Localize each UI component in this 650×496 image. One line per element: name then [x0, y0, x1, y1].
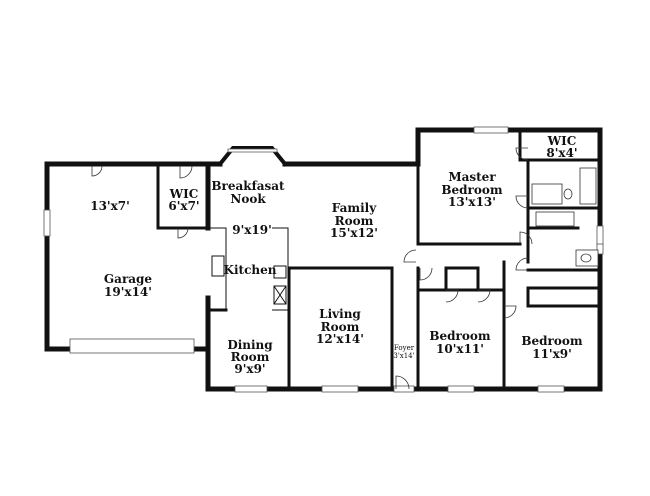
- bedroom-1-label: Bedroom: [429, 329, 490, 343]
- windows: [43, 126, 604, 393]
- bedroom-1-dim: 10'x11': [436, 342, 484, 356]
- wic-master-label: WIC: [547, 134, 577, 148]
- interior-walls: [156, 128, 602, 392]
- foyer-label: Foyer: [394, 344, 415, 352]
- kitchen-label: Kitchen: [224, 263, 277, 277]
- wic-left-label: WIC: [169, 187, 199, 201]
- bedroom-2-label: Bedroom: [521, 334, 582, 348]
- master-bedroom-label-2: Bedroom: [441, 183, 502, 197]
- wic-left-dim: 6'x7': [168, 199, 199, 213]
- dining-room-label-2: Room: [231, 350, 270, 364]
- living-room-dim: 12'x14': [316, 332, 364, 346]
- breakfast-nook-label: Breakfasat: [211, 179, 285, 193]
- doors: [91, 147, 533, 390]
- bath-fixtures: [531, 167, 599, 267]
- master-bedroom-dim: 13'x13': [448, 195, 496, 209]
- dining-room-dim: 9'x9': [234, 362, 265, 376]
- breakfast-nook-label-2: Nook: [230, 192, 266, 206]
- dining-room-label: Dining: [227, 338, 273, 352]
- foyer-dim: 3'x14': [393, 352, 414, 360]
- breakfast-dim: 9'x19': [232, 223, 272, 237]
- living-room-label: Living: [319, 307, 361, 321]
- wic-master-dim: 8'x4': [546, 146, 577, 160]
- room-labels: 13'x7' WIC 6'x7' Breakfasat Nook 9'x19' …: [90, 134, 583, 376]
- bay-window: [217, 146, 288, 167]
- family-room-dim: 15'x12': [330, 226, 378, 240]
- living-room-label-2: Room: [321, 320, 360, 334]
- garage-dim-label: 13'x7': [90, 199, 130, 213]
- garage-label: Garage: [104, 272, 153, 286]
- bedroom-2-dim: 11'x9': [532, 347, 572, 361]
- garage-dim: 19'x14': [104, 285, 152, 299]
- family-room-label-2: Room: [335, 214, 374, 228]
- family-room-label: Family: [332, 201, 377, 215]
- master-bedroom-label: Master: [448, 170, 496, 184]
